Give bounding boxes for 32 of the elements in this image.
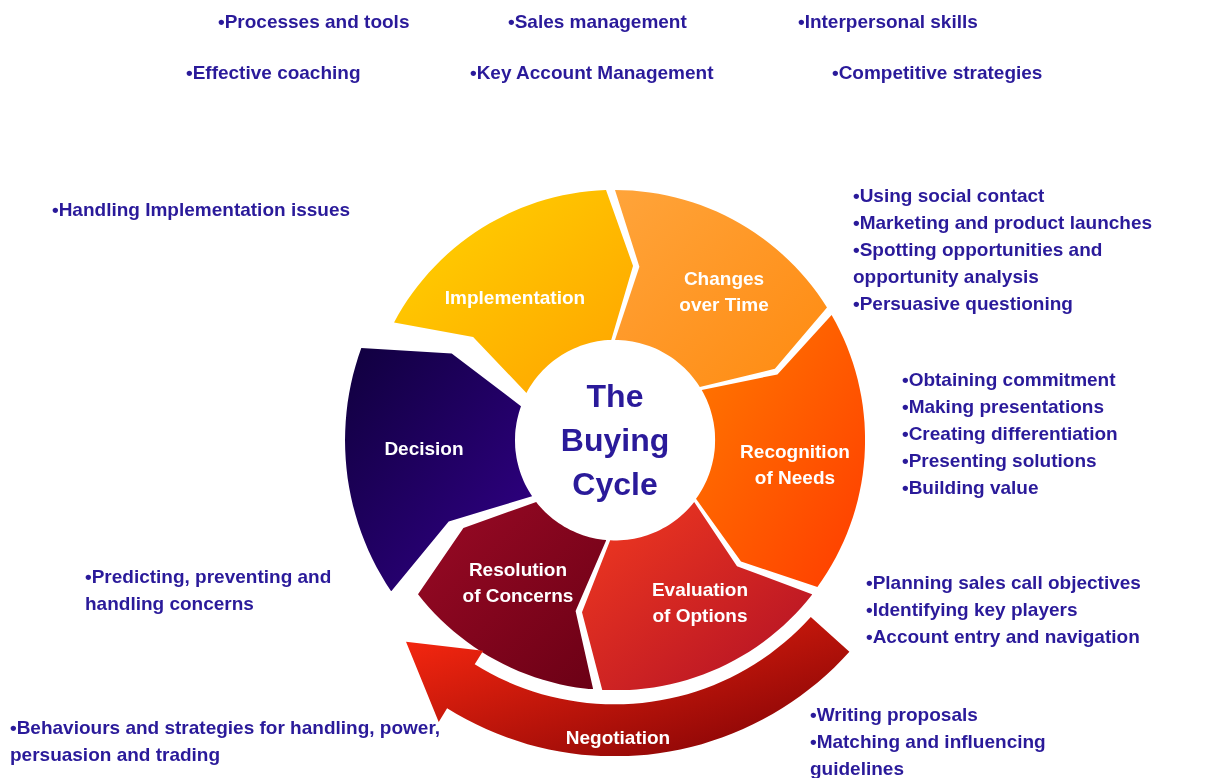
segment-label: Negotiation: [564, 726, 672, 750]
bullet-point: •Handling Implementation issues: [52, 198, 351, 222]
bullet-point: •Marketing and product launches: [853, 211, 1153, 235]
bullet-point: •Creating differentiation: [902, 422, 1118, 446]
bullet-point: •Key Account Management: [470, 61, 714, 85]
segment-label: Evaluation of Options: [650, 578, 749, 628]
bullet-point: •Behaviours and strategies for handling, power, persuasion and trading: [10, 716, 441, 767]
bullet-point: •Using social contact: [853, 184, 1045, 208]
bullet-point: •Sales management: [508, 10, 687, 34]
segment-label: Resolution of Concerns: [461, 558, 575, 608]
segment-label: Changes over Time: [678, 267, 770, 317]
bullet-point: •Processes and tools: [218, 10, 410, 34]
bullet-point: •Effective coaching: [186, 61, 361, 85]
bullet-point: •Planning sales call objectives: [866, 571, 1141, 595]
bullet-point: •Building value: [902, 476, 1039, 500]
bullet-point: •Identifying key players: [866, 598, 1078, 622]
bullet-point: •Account entry and navigation: [866, 625, 1140, 649]
center-title: The Buying Cycle: [559, 377, 671, 504]
bullet-point: •Obtaining commitment: [902, 368, 1116, 392]
segment-label: Implementation: [443, 286, 587, 310]
cycle-stage-segment: [581, 501, 812, 690]
bullet-point: •Presenting solutions: [902, 449, 1097, 473]
bullet-point: •Interpersonal skills: [798, 10, 978, 34]
bullet-point: •Predicting, preventing and handling concerns: [85, 565, 333, 616]
segment-label: Decision: [383, 437, 465, 461]
bullet-point: •Competitive strategies: [832, 61, 1043, 85]
bullet-point: •Persuasive questioning: [853, 292, 1073, 316]
segment-label: Recognition of Needs: [739, 440, 851, 490]
bullet-point: •Writing proposals: [810, 703, 978, 727]
bullet-point: •Making presentations: [902, 395, 1104, 419]
cycle-stage-segment: [418, 501, 607, 690]
bullet-point: •Spotting opportunities and opportunity analysis: [853, 238, 1104, 289]
